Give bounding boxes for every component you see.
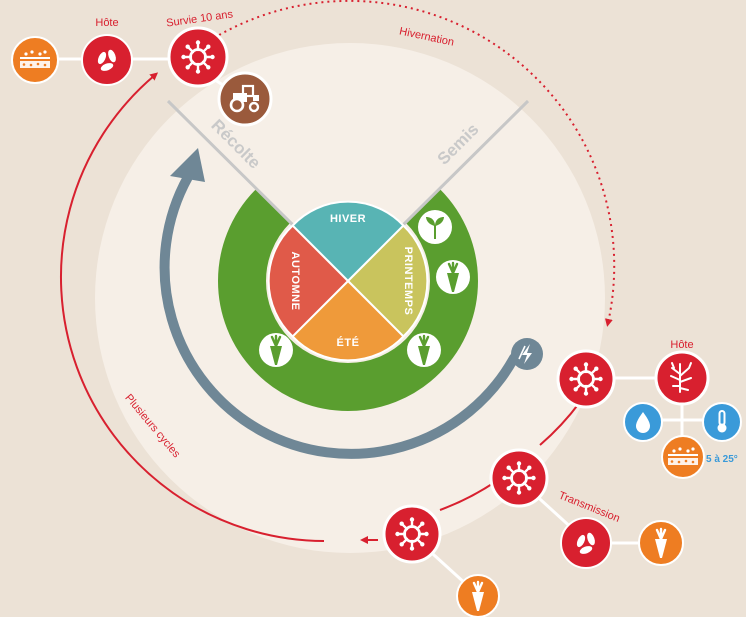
carrot-icon: [436, 260, 470, 294]
seedling-icon: [418, 210, 452, 244]
pathogen-icon: [556, 349, 616, 409]
soil-icon: [11, 36, 59, 84]
divider-semis: [398, 99, 530, 230]
cycle-arrow: [159, 172, 519, 459]
temperature-label: 5 à 25°: [706, 454, 738, 465]
thermometer-icon: [702, 402, 742, 442]
soil-icon: [661, 435, 705, 479]
pathogen-icon: [382, 504, 442, 564]
season-spring: [346, 224, 429, 338]
water-drop-icon: [623, 402, 663, 442]
carrot-icon: [259, 333, 293, 367]
season-winter: [291, 200, 405, 283]
plusieurs-cycles-path: [59, 72, 325, 542]
season-autumn-label: AUTOMNE: [289, 252, 301, 311]
season-summer: [291, 279, 405, 362]
seeds-icon: [81, 34, 133, 86]
season-spring-label: PRINTEMPS: [402, 247, 414, 316]
season-winter-label: HIVER: [330, 213, 366, 225]
season-pie: HIVER ÉTÉ PRINTEMPS AUTOMNE: [267, 200, 429, 362]
season-autumn: [267, 224, 350, 338]
roots-icon: [654, 350, 710, 406]
hote-top-label: Hôte: [95, 17, 118, 29]
carrot-icon: [456, 574, 500, 617]
hivernation-path: [213, 0, 616, 327]
pathogen-icon: [167, 26, 229, 88]
season-summer-label: ÉTÉ: [337, 336, 360, 349]
divider-recolte: [166, 99, 298, 230]
lightning-icon: [511, 338, 543, 370]
carrot-icon: [407, 333, 441, 367]
seeds-icon: [560, 517, 612, 569]
tractor-icon: [217, 71, 273, 127]
hote-right-label: Hôte: [670, 339, 693, 351]
pathogen-icon: [489, 448, 549, 508]
carrot-icon: [638, 520, 684, 566]
